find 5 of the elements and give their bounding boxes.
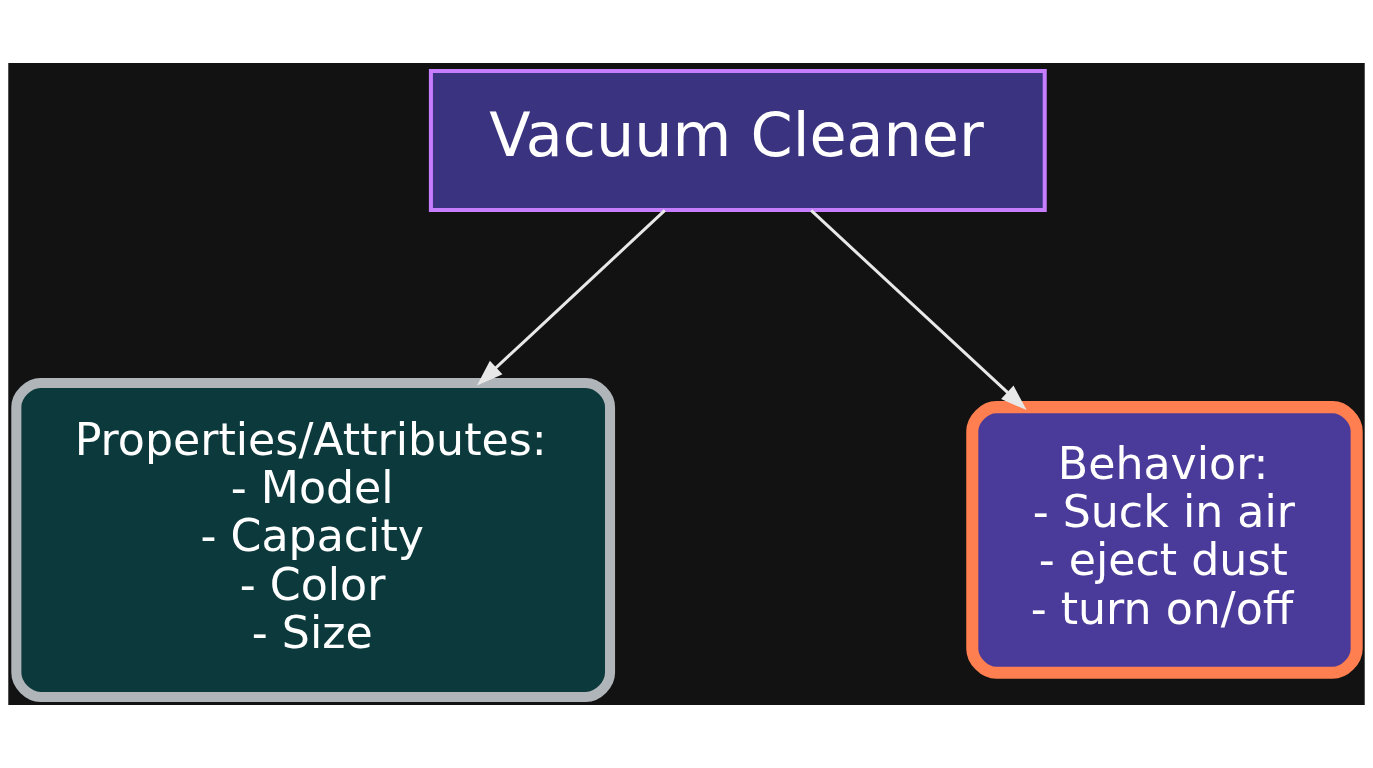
- node-box: Vacuum Cleaner: [428, 69, 1047, 212]
- node-box: Properties/Attributes: - Model - Capacity - Color - Size: [11, 377, 616, 702]
- arrow: [476, 209, 666, 386]
- node-box: Behavior: - Suck in air - eject dust - turn on/off: [966, 401, 1363, 679]
- arrow: [810, 209, 1027, 411]
